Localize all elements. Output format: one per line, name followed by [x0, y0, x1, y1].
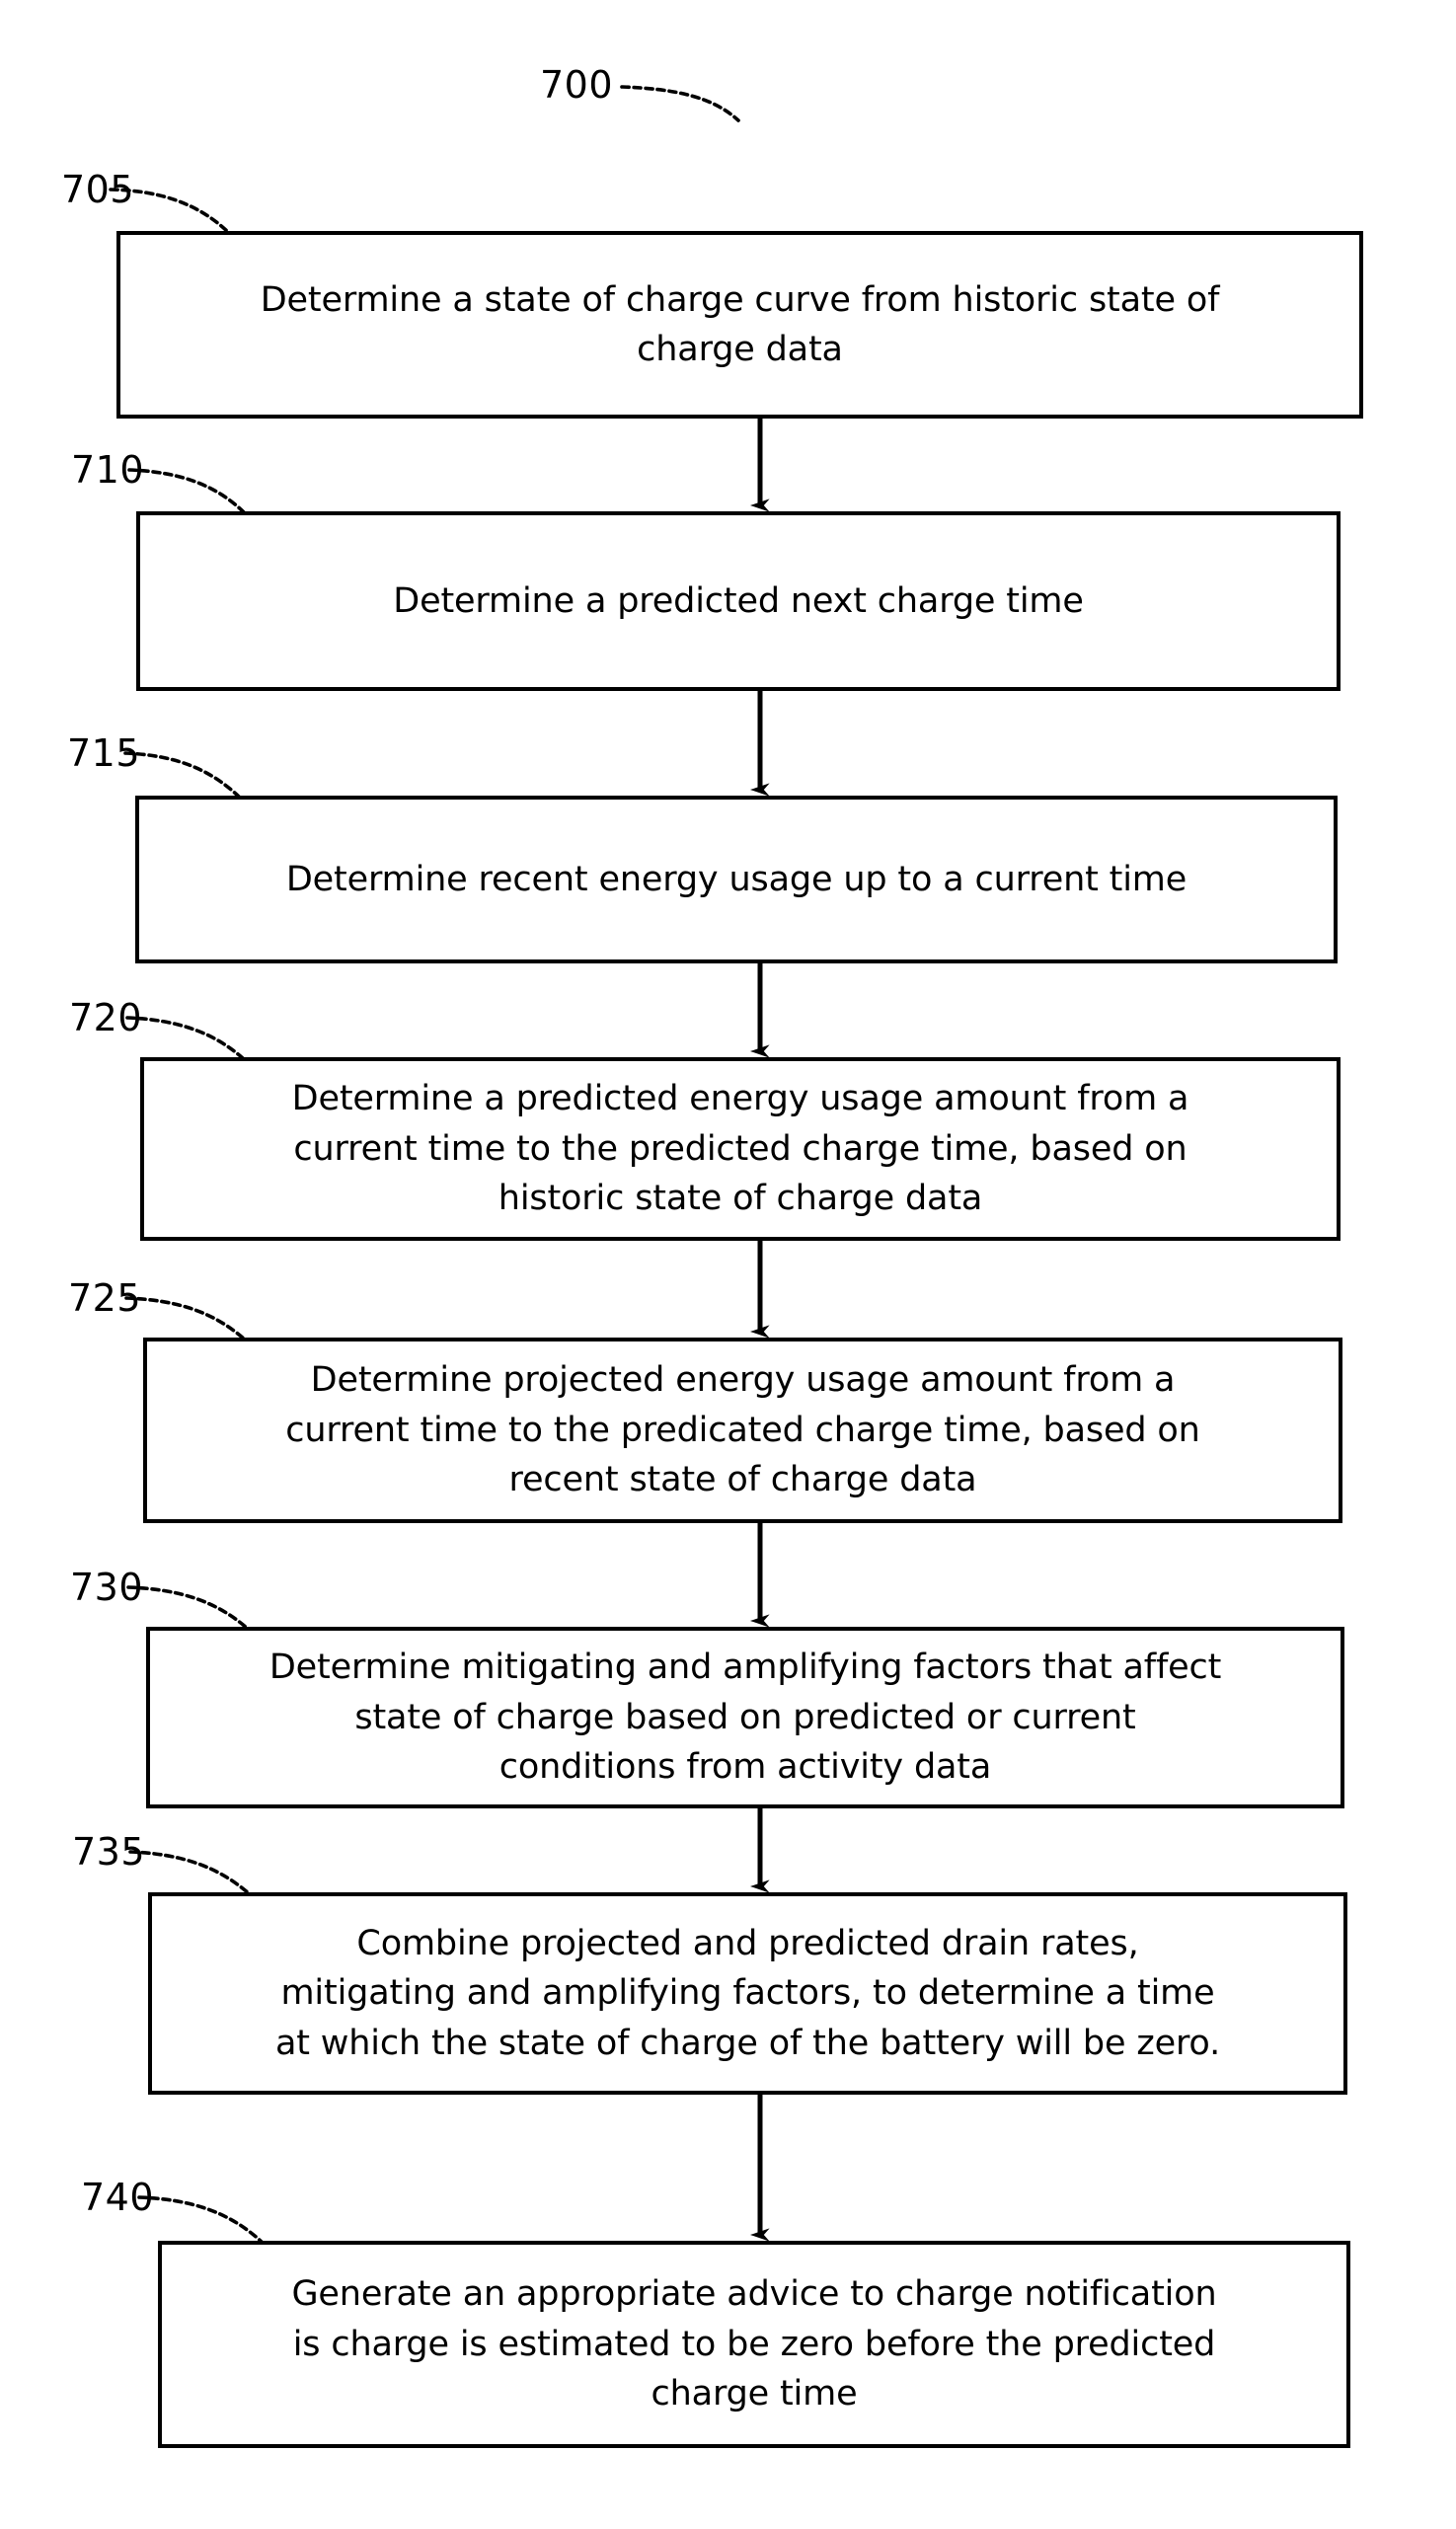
- process-box-720[interactable]: Determine a predicted energy usage amoun…: [140, 1057, 1341, 1241]
- process-box-740[interactable]: Generate an appropriate advice to charge…: [158, 2241, 1350, 2448]
- process-box-730-label: Determine mitigating and amplifying fact…: [268, 1648, 1222, 1788]
- process-box-725-label: Determine projected energy usage amount …: [285, 1360, 1200, 1500]
- leader-line-725: [124, 1296, 247, 1341]
- process-box-725[interactable]: Determine projected energy usage amount …: [143, 1338, 1342, 1523]
- leader-line-710: [127, 468, 247, 515]
- step-ref-715: 715: [67, 731, 141, 775]
- process-box-710[interactable]: Determine a predicted next charge time: [136, 511, 1341, 691]
- step-ref-710: 710: [71, 448, 145, 492]
- leader-line-740: [137, 2195, 265, 2245]
- process-box-715[interactable]: Determine recent energy usage up to a cu…: [135, 796, 1338, 963]
- figure-number-700: 700: [540, 63, 614, 107]
- process-box-705-label: Determine a state of charge curve from h…: [260, 279, 1220, 369]
- leader-line-735: [128, 1850, 252, 1896]
- process-box-735[interactable]: Combine projected and predicted drain ra…: [148, 1892, 1347, 2095]
- process-box-735-label: Combine projected and predicted drain ra…: [274, 1923, 1221, 2063]
- step-ref-735: 735: [72, 1830, 146, 1874]
- step-ref-740: 740: [81, 2176, 155, 2219]
- process-box-715-label: Determine recent energy usage up to a cu…: [285, 859, 1188, 899]
- process-box-710-label: Determine a predicted next charge time: [393, 580, 1084, 621]
- process-box-705[interactable]: Determine a state of charge curve from h…: [116, 231, 1363, 419]
- step-ref-705: 705: [61, 168, 135, 211]
- leader-line-720: [125, 1016, 246, 1061]
- step-ref-730: 730: [70, 1566, 144, 1609]
- leader-line-730: [126, 1585, 250, 1631]
- process-box-720-label: Determine a predicted energy usage amoun…: [291, 1079, 1189, 1219]
- leader-line-715: [123, 751, 242, 800]
- leader-line-700: [620, 85, 740, 122]
- step-ref-720: 720: [69, 996, 143, 1039]
- step-ref-725: 725: [68, 1276, 142, 1320]
- process-box-730[interactable]: Determine mitigating and amplifying fact…: [146, 1627, 1344, 1808]
- process-box-740-label: Generate an appropriate advice to charge…: [291, 2274, 1217, 2414]
